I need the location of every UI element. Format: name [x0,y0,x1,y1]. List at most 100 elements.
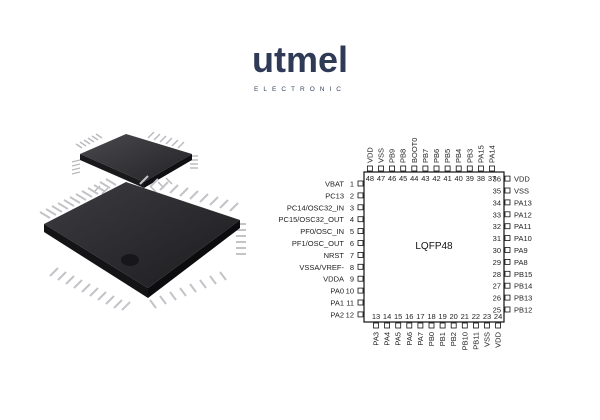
pin-pad [433,165,440,172]
pin-number: 25 [493,306,501,315]
logo-wordmark: utmel [251,39,348,80]
pin-label: PB10 [460,332,469,350]
pin-label: PA15 [476,145,485,163]
pin-number: 15 [394,312,402,321]
top-pin-group: 37PA1438PA1539PB340PB441PB542PB643PB744B… [365,138,496,183]
pin-pad [489,165,495,172]
pin-label: PB1 [438,332,447,346]
pin-number: 23 [483,312,491,321]
pin-label: PA14 [488,145,497,163]
pin-pad [378,165,384,172]
pin-label: PA10 [514,234,532,243]
pin-number: 33 [493,210,501,219]
pin-label: VBAT [325,180,344,189]
pin-number: 46 [388,174,396,183]
pin-number: 36 [493,175,501,184]
pin-number: 34 [493,198,501,207]
bottom-pin-group: 13PA314PA415PA516PA617PA718PB019PB120PB2… [372,312,503,350]
pin-label: VSS [483,332,492,347]
pin-label: PA3 [372,332,381,346]
pin-label: PA1 [330,299,344,308]
pin-pad [357,192,364,199]
pin-pad [484,322,490,329]
pin-pad [400,165,407,172]
pin-pad [472,322,479,329]
pin-number: 13 [372,312,380,321]
pinout-diagram: LQFP48 1VBAT2PC133PC14/OSC32_IN4PC15/OSC… [279,138,533,351]
pin-number: 35 [493,187,501,196]
pin-pad [357,204,364,211]
pin-pad [389,165,395,172]
pin-number: 30 [493,246,501,255]
pin-label: PB8 [399,149,408,163]
pin-number: 38 [477,174,485,183]
pin-pad [357,180,364,187]
pin-number: 10 [346,287,354,296]
pin-label: PA2 [330,310,344,319]
pin-number: 27 [493,282,501,291]
pin-label: PB15 [514,270,532,279]
pin-pad [504,199,511,206]
pin-label: PF1/OSC_OUT [292,239,345,248]
pin-number: 4 [350,215,354,224]
pin-pad [357,299,364,306]
pin-pad [504,187,511,194]
pin-pad [504,223,511,230]
pin-pad [406,322,413,329]
pin-label: VSSA/VREF- [299,263,344,272]
pin-label: PC15/OSC32_OUT [279,215,345,224]
pin-pad [444,165,451,172]
pin-number: 24 [494,312,502,321]
pin-label: VSS [377,148,386,163]
pin-label: PA9 [514,246,528,255]
pin-label: PB5 [443,149,452,163]
pin-pad [504,282,511,289]
pin-number: 2 [350,191,354,200]
pin-pad [357,216,364,223]
pin-label: NRST [324,251,345,260]
pin-number: 6 [350,239,354,248]
pin-number: 8 [350,263,354,272]
pin-pad [455,165,462,172]
pin-pad [439,322,446,329]
pin-label: PC13 [325,191,344,200]
pin-pad [357,311,364,318]
pin-number: 14 [383,312,391,321]
logo-subtitle: ELECTRONIC [254,86,346,93]
pin-label: PB7 [421,149,430,163]
pin-pad [504,258,511,265]
pin-label: PB4 [454,149,463,163]
pin-pad [428,322,435,329]
pin-label: PB11 [471,332,480,350]
pin-number: 11 [346,299,354,308]
pin-pad [357,251,364,258]
pin-number: 5 [350,227,354,236]
brand-logo: utmel ELECTRONIC [230,40,370,100]
pin-number: 1 [350,180,354,189]
pin-pad [411,165,418,172]
chip-photo [39,131,246,311]
pin-pad [504,294,511,301]
pin-number: 31 [493,234,501,243]
pin-label: VSS [514,187,529,196]
pin-pad [450,322,457,329]
pin-number: 39 [466,174,474,183]
pin-number: 28 [493,270,501,279]
pin-label: VDD [514,175,530,184]
pin-label: PB0 [427,332,436,346]
pin-label: PC14/OSC32_IN [287,203,344,212]
pin-pad [504,247,511,253]
pin-pad [357,275,364,282]
pin-pad [417,322,424,329]
pin-pad [384,322,390,329]
pin-number: 22 [472,312,480,321]
pin-number: 48 [366,174,374,183]
pin-number: 20 [450,312,458,321]
pin-number: 45 [399,174,407,183]
pin-number: 37 [488,174,496,183]
pin-label: PB14 [514,282,532,291]
pin-number: 3 [350,203,354,212]
chip-front [39,175,246,311]
pin-label: PA7 [416,332,425,346]
pin-number: 18 [427,312,435,321]
